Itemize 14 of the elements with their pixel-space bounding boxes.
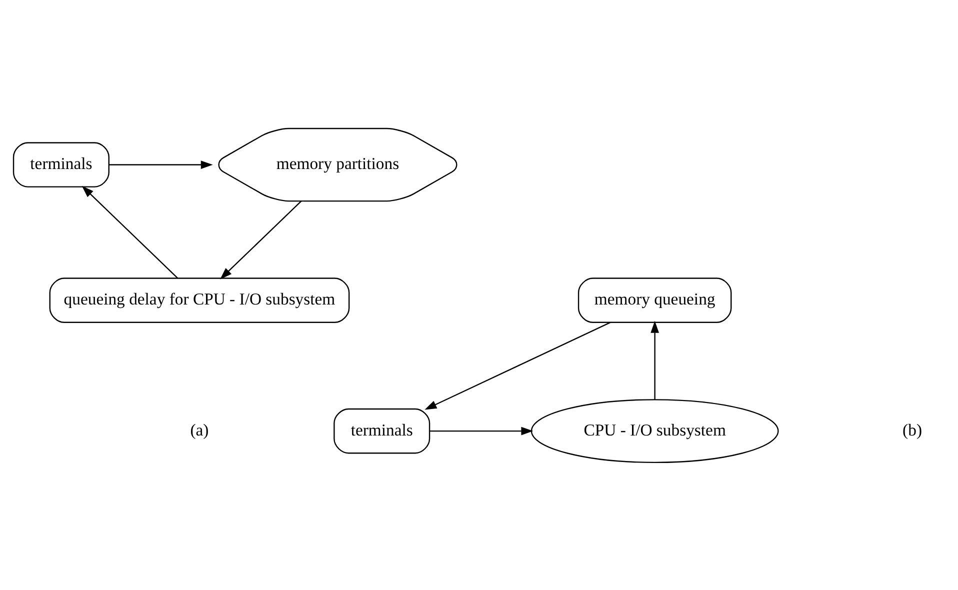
arrow (220, 200, 302, 279)
label: (b) (902, 420, 922, 439)
node-ellipse: memory partitions (218, 127, 458, 202)
node-box: terminals (334, 408, 430, 454)
arrow (424, 321, 611, 410)
node-box: terminals (12, 142, 110, 187)
node-box: queueing delay for CPU - I/O subsystem (49, 277, 350, 322)
node-box: memory queueing (578, 277, 732, 322)
arrow (109, 160, 213, 168)
label: (a) (190, 420, 209, 439)
arrow (650, 320, 659, 399)
arrow (430, 426, 534, 435)
arrow (82, 185, 178, 278)
node-ellipse: CPU - I/O subsystem (530, 398, 779, 463)
